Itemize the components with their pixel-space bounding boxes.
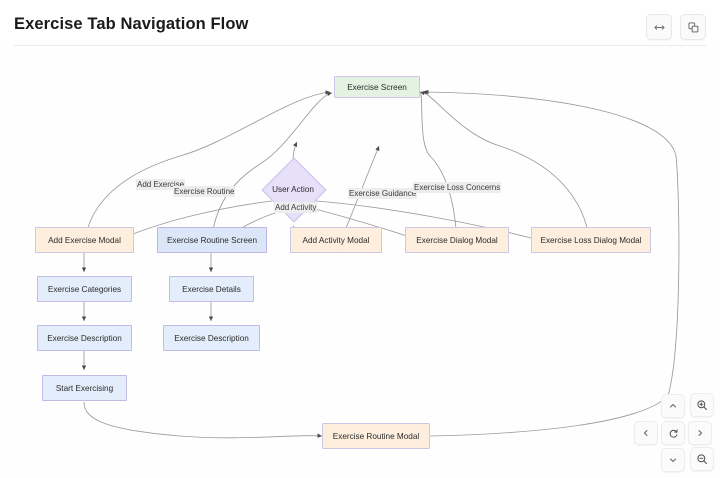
- page-title: Exercise Tab Navigation Flow: [14, 15, 249, 33]
- node-label: Exercise Description: [174, 333, 249, 343]
- header-divider: [14, 45, 706, 46]
- node-exercise-screen[interactable]: Exercise Screen: [334, 76, 420, 98]
- edge-label-exercise-loss-concerns: Exercise Loss Concerns: [413, 182, 502, 193]
- node-exercise-routine-modal[interactable]: Exercise Routine Modal: [322, 423, 430, 449]
- node-exercise-description-2[interactable]: Exercise Description: [163, 325, 260, 351]
- viewport-controls: [634, 393, 714, 472]
- edge-label-add-exercise: Add Exercise: [136, 179, 186, 190]
- arrows-horizontal-icon: [654, 24, 664, 30]
- edge-exercisedialogmodal-exercisescreen: [419, 91, 458, 254]
- zoom-out-button[interactable]: [690, 447, 714, 471]
- node-exercise-description-1[interactable]: Exercise Description: [37, 325, 132, 351]
- duplicate-button[interactable]: [680, 14, 706, 40]
- zoom-out-icon: [697, 454, 707, 464]
- node-label: Exercise Dialog Modal: [416, 235, 498, 245]
- edge-addexercisemodal-exercisescreen: [83, 90, 331, 254]
- edge-exerciselossdialogmodal-exercisescreen: [421, 90, 591, 254]
- pan-up-button[interactable]: [661, 394, 685, 418]
- node-add-activity-modal[interactable]: Add Activity Modal: [290, 227, 382, 253]
- pan-down-button[interactable]: [661, 448, 685, 472]
- node-label: Exercise Details: [182, 284, 241, 294]
- zoom-in-icon: [697, 400, 707, 410]
- node-label: Exercise Routine Modal: [332, 431, 420, 441]
- fit-width-button[interactable]: [646, 14, 672, 40]
- chevron-down-icon: [670, 458, 676, 462]
- node-label: Exercise Routine Screen: [166, 235, 258, 245]
- chevron-up-icon: [670, 404, 676, 408]
- node-exercise-routine-screen[interactable]: Exercise Routine Screen: [157, 227, 267, 253]
- node-label: Add Exercise Modal: [48, 235, 121, 245]
- header: Exercise Tab Navigation Flow: [0, 0, 720, 46]
- edge-label-exercise-guidance: Exercise Guidance: [348, 188, 418, 199]
- node-add-exercise-modal[interactable]: Add Exercise Modal: [35, 227, 134, 253]
- pan-left-button[interactable]: [634, 421, 658, 445]
- zoom-in-button[interactable]: [690, 393, 714, 417]
- node-label: Exercise Screen: [347, 82, 407, 92]
- chevron-left-icon: [644, 430, 648, 436]
- edge-label-add-activity: Add Activity: [274, 202, 318, 213]
- node-exercise-categories[interactable]: Exercise Categories: [37, 276, 132, 302]
- edge-startexercising-routinemodal: [83, 401, 323, 439]
- node-label: Exercise Loss Dialog Modal: [540, 235, 642, 245]
- edge-routinemodal-exercisescreen: [423, 89, 680, 437]
- node-exercise-details[interactable]: Exercise Details: [169, 276, 254, 302]
- node-label: Start Exercising: [55, 383, 114, 393]
- node-label: User Action: [272, 184, 314, 194]
- node-user-action[interactable]: User Action: [261, 157, 327, 223]
- edge-label-exercise-routine: Exercise Routine: [173, 186, 236, 197]
- copy-icon: [688, 22, 698, 32]
- edge-exerciseroutinescreen-exercisescreen: [210, 91, 333, 254]
- node-label: Exercise Categories: [47, 284, 122, 294]
- node-exercise-dialog-modal[interactable]: Exercise Dialog Modal: [405, 227, 509, 253]
- node-exercise-loss-dialog-modal[interactable]: Exercise Loss Dialog Modal: [531, 227, 651, 253]
- chevron-right-icon: [698, 430, 702, 436]
- diagram-canvas[interactable]: Exercise Screen User Action Add Exercise…: [0, 46, 720, 478]
- reset-view-button[interactable]: [661, 421, 685, 445]
- diagram-toolbar: [646, 14, 706, 40]
- pan-right-button[interactable]: [688, 421, 712, 445]
- edge-layer: [81, 89, 680, 439]
- node-start-exercising[interactable]: Start Exercising: [42, 375, 127, 401]
- node-label: Exercise Description: [47, 333, 122, 343]
- node-label: Add Activity Modal: [302, 235, 370, 245]
- refresh-icon: [669, 428, 678, 438]
